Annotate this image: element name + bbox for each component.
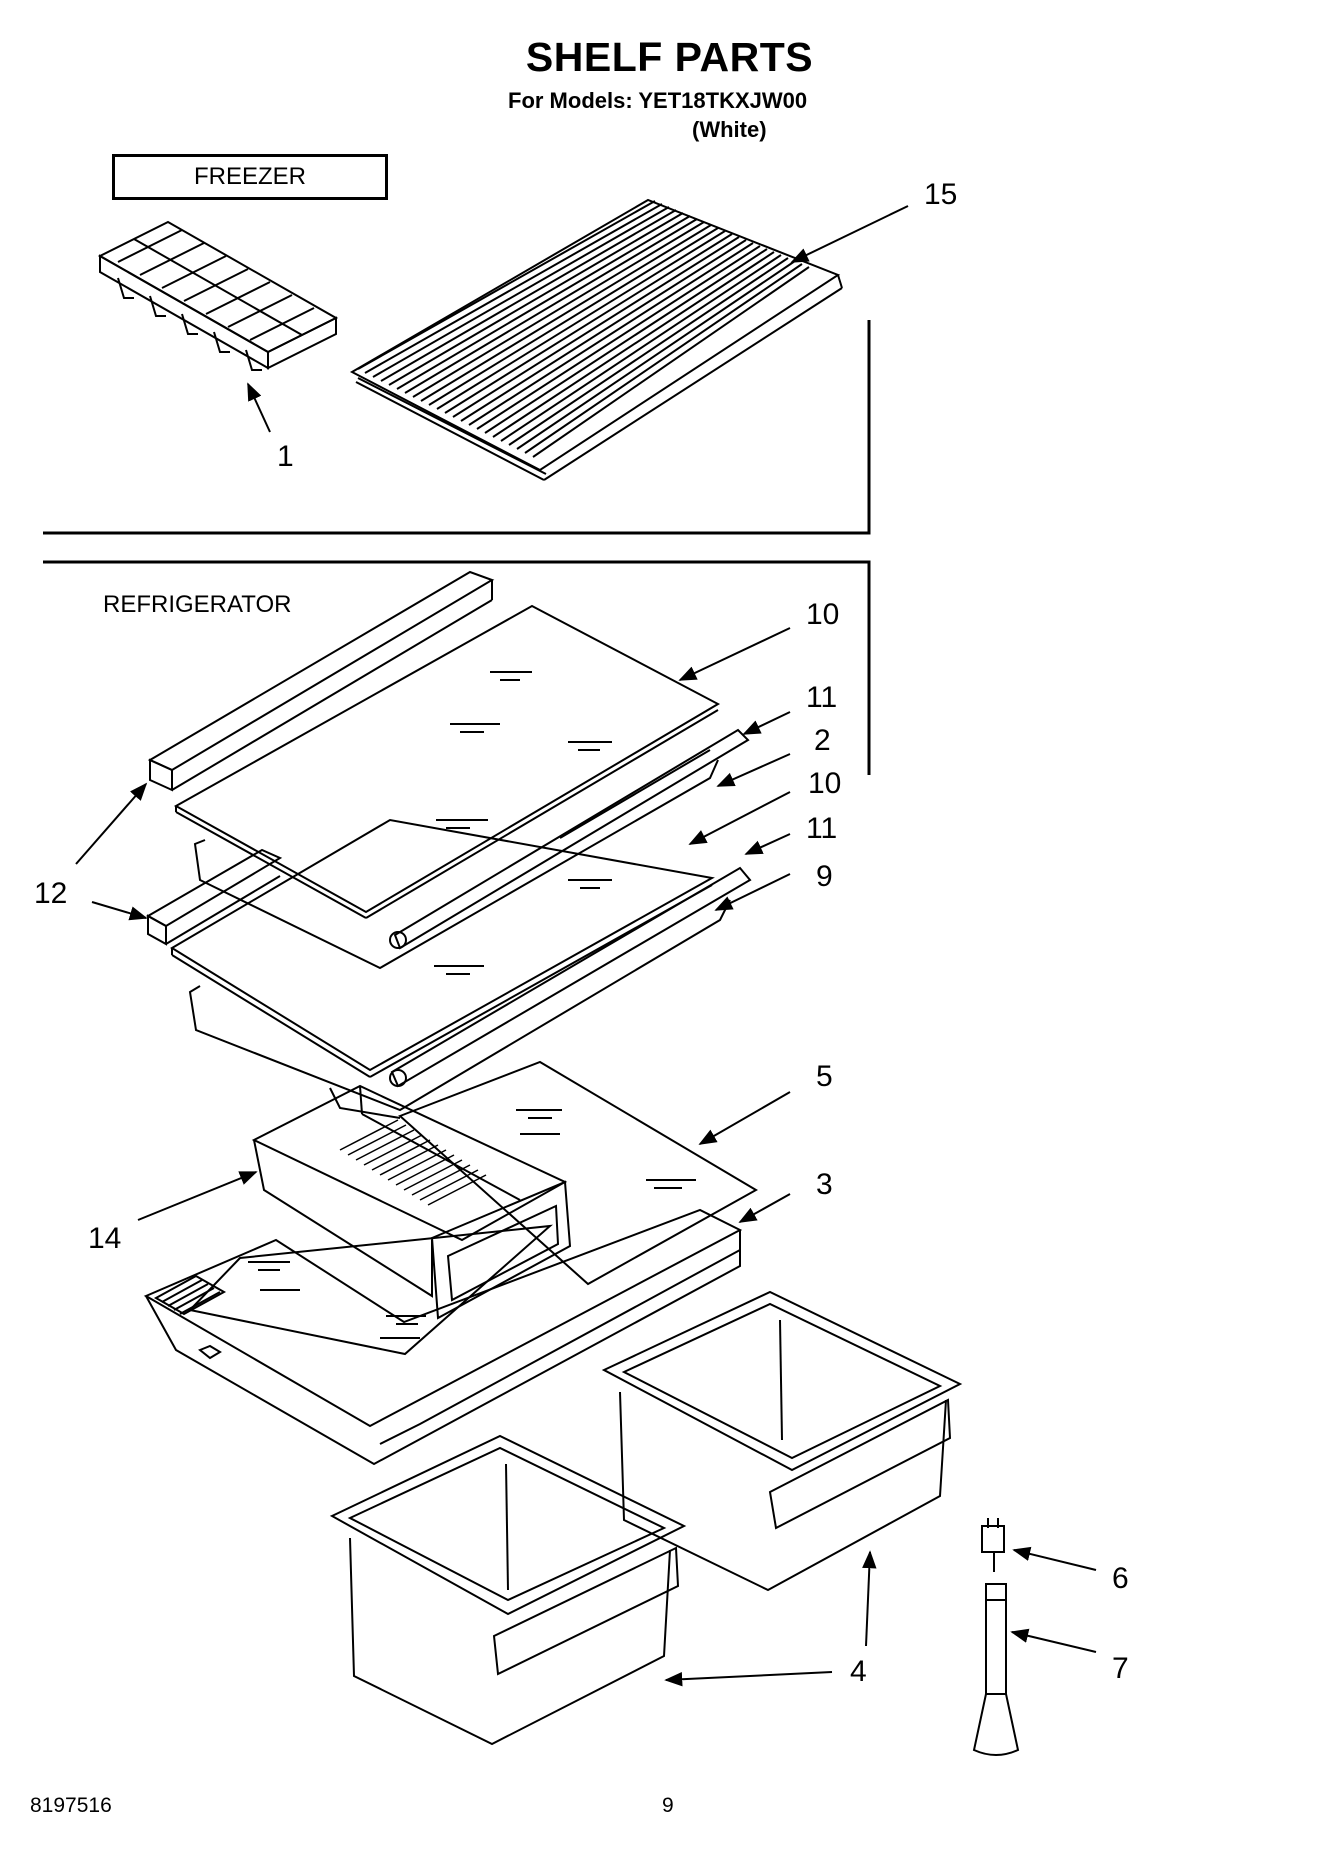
- leader-6: [1012, 1546, 1097, 1571]
- wire-shelf-icon: [349, 198, 843, 481]
- page-title: SHELF PARTS: [525, 34, 814, 80]
- leader-11a: [742, 711, 791, 735]
- callout-11-upper: 11: [806, 681, 838, 714]
- doc-number: 8197516: [30, 1794, 112, 1817]
- leveler-cap-icon: [981, 1518, 1005, 1572]
- leader-12a: [75, 782, 148, 865]
- callout-9: 9: [816, 860, 833, 893]
- callout-15: 15: [924, 178, 958, 211]
- shelf-trim-lower-icon: [145, 848, 283, 946]
- leader-10a: [678, 627, 791, 681]
- callout-10-upper: 10: [806, 598, 840, 631]
- callout-7: 7: [1112, 1652, 1129, 1685]
- callout-11-lower: 11: [806, 812, 838, 845]
- shelf-frame-lower-icon: [188, 866, 752, 1119]
- callout-6: 6: [1112, 1562, 1129, 1595]
- meat-pan-icon: [251, 1084, 572, 1320]
- callout-2: 2: [814, 724, 831, 757]
- leader-5: [698, 1091, 791, 1145]
- leader-4b: [664, 1671, 833, 1687]
- ice-tray-icon: [97, 220, 339, 371]
- crisper-shelf-frame-icon: [143, 1208, 743, 1466]
- callout-4: 4: [850, 1655, 867, 1688]
- callout-14: 14: [88, 1222, 122, 1255]
- leader-2: [716, 753, 791, 787]
- leader-9: [714, 873, 791, 911]
- refrigerator-section-frame: [43, 560, 871, 775]
- freezer-section-frame: [43, 320, 871, 535]
- freezer-label-box: FREEZER: [112, 154, 388, 200]
- leader-10b: [688, 791, 791, 845]
- models-line: For Models: YET18TKXJW00: [508, 88, 808, 113]
- shelf-trim-upper-icon: [147, 570, 495, 792]
- callout-3: 3: [816, 1168, 833, 1201]
- color-line: (White): [692, 117, 767, 142]
- callout-12: 12: [34, 877, 68, 910]
- leader-lines: [75, 205, 1097, 1687]
- leader-15: [790, 205, 909, 263]
- leveler-post-icon: [972, 1583, 1020, 1756]
- glass-shelf-upper-icon: [173, 604, 721, 919]
- page-number: 9: [662, 1794, 674, 1817]
- callout-5: 5: [816, 1060, 833, 1093]
- leader-3: [738, 1193, 791, 1223]
- callout-10-lower: 10: [808, 767, 842, 800]
- leader-4a: [862, 1550, 877, 1647]
- shelf-frame-upper-icon: [193, 728, 750, 970]
- leader-7: [1010, 1628, 1097, 1653]
- crisper-drawer-left-icon: [329, 1434, 687, 1746]
- callout-1: 1: [277, 440, 294, 473]
- crisper-drawer-right-icon: [601, 1290, 963, 1592]
- leader-1: [247, 382, 271, 433]
- leader-12b: [91, 901, 148, 921]
- leader-14: [137, 1171, 258, 1221]
- refrigerator-label: REFRIGERATOR: [103, 591, 292, 618]
- leader-11b: [744, 833, 791, 855]
